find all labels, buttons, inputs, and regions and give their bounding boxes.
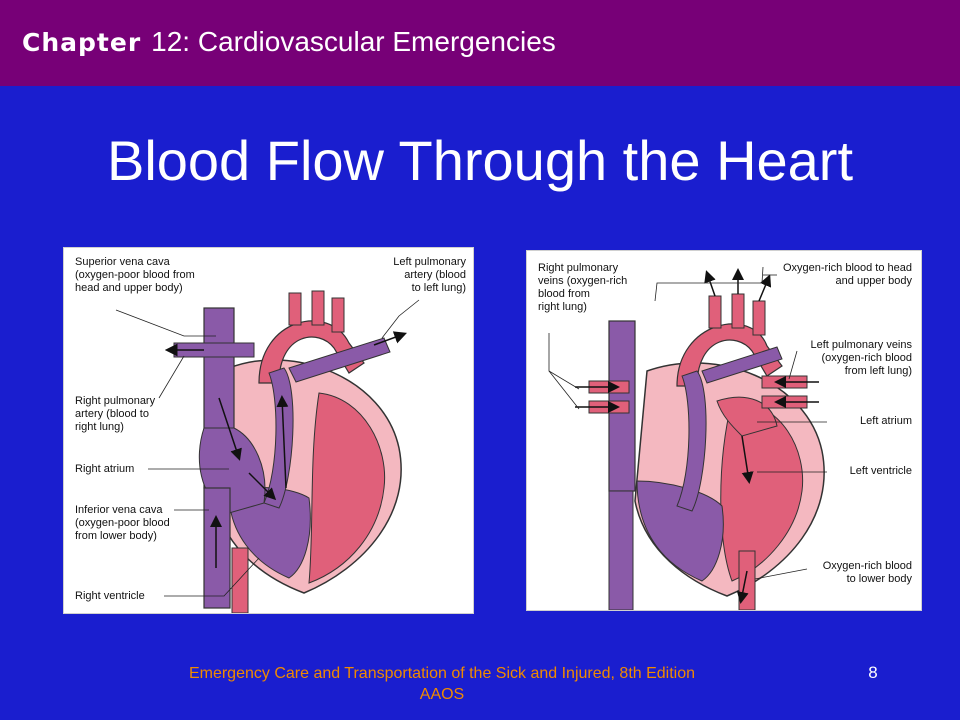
left-ventricle-chamber bbox=[308, 392, 386, 584]
label-left-pulmonary-veins: Left pulmonary veins (oxygen-rich blood … bbox=[810, 339, 913, 377]
aortic-branch-2 bbox=[731, 293, 745, 329]
leader-right-pulmonary-veins bbox=[548, 333, 580, 390]
arrow-atrium-to-ventricle bbox=[248, 472, 277, 501]
chapter-title: 12: Cardiovascular Emergencies bbox=[151, 26, 556, 57]
arrow-head-1 bbox=[704, 270, 716, 297]
right-heart-diagram: Right pulmonary veins (oxygen-rich blood… bbox=[526, 250, 922, 611]
leader-oxygen-rich-lower bbox=[754, 568, 808, 580]
chapter-header-bar: Chapter 12: Cardiovascular Emergencies bbox=[0, 0, 960, 86]
aortic-branch-2 bbox=[311, 290, 325, 326]
footer-book-title: Emergency Care and Transportation of the… bbox=[188, 665, 696, 682]
leader-right-ventricle bbox=[164, 557, 260, 597]
aortic-branch-3 bbox=[752, 300, 766, 336]
arrow-ventricle-to-trunk bbox=[276, 395, 289, 489]
left-ventricle-chamber bbox=[720, 400, 804, 582]
label-left-ventricle: Left ventricle bbox=[849, 465, 912, 477]
arrow-head-3 bbox=[758, 274, 772, 302]
leader-superior-vena-cava bbox=[115, 309, 216, 337]
label-right-pulmonary-veins: Right pulmonary veins (oxygen-rich blood… bbox=[538, 262, 628, 313]
bracket-oxygen-rich-head bbox=[654, 266, 764, 302]
leader-left-pulmonary-veins bbox=[788, 350, 798, 380]
leader-left-pulmonary-artery bbox=[381, 299, 420, 339]
label-right-ventricle: Right ventricle bbox=[75, 590, 145, 602]
arrow-left-pulmonary-artery bbox=[373, 331, 408, 346]
chapter-word: Chapter bbox=[22, 28, 142, 57]
descending-aorta bbox=[738, 550, 756, 610]
arrow-atrium-to-ventricle bbox=[741, 435, 754, 484]
aortic-branch-1 bbox=[708, 295, 722, 329]
label-left-pulmonary-artery: Left pulmonary artery (blood to left lun… bbox=[393, 256, 466, 294]
left-heart-diagram: Superior vena cava (oxygen-poor blood fr… bbox=[63, 247, 474, 614]
aortic-branch-1 bbox=[288, 292, 302, 326]
label-oxygen-rich-lower: Oxygen-rich blood to lower body bbox=[822, 560, 912, 585]
label-oxygen-rich-head: Oxygen-rich blood to head and upper body bbox=[782, 262, 912, 287]
label-inferior-vena-cava: Inferior vena cava (oxygen-poor blood fr… bbox=[75, 504, 170, 542]
footer-publisher: AAOS bbox=[419, 686, 465, 703]
arrow-svc-down bbox=[218, 397, 242, 461]
footer-citation: Emergency Care and Transportation of the… bbox=[40, 663, 844, 705]
page-number: 8 bbox=[868, 663, 878, 682]
chapter-heading: Chapter 12: Cardiovascular Emergencies bbox=[22, 26, 556, 58]
descending-aorta bbox=[231, 547, 249, 613]
right-heart-illustration bbox=[548, 266, 827, 610]
left-heart-illustration bbox=[115, 290, 420, 613]
label-left-atrium: Left atrium bbox=[860, 415, 912, 427]
label-superior-vena-cava: Superior vena cava (oxygen-poor blood fr… bbox=[75, 256, 195, 294]
pulmonary-trunk bbox=[676, 370, 707, 512]
slide-title: Blood Flow Through the Heart bbox=[106, 129, 854, 192]
leader-right-pulmonary-veins-2 bbox=[548, 370, 580, 410]
leader-right-pulmonary-artery bbox=[158, 355, 185, 399]
inferior-vena-cava bbox=[203, 487, 231, 609]
left-pulmonary-artery bbox=[701, 346, 783, 384]
label-right-atrium: Right atrium bbox=[75, 463, 135, 475]
aortic-branch-3 bbox=[331, 297, 345, 333]
label-right-pulmonary-artery: Right pulmonary artery (blood to right l… bbox=[75, 395, 156, 433]
left-pulmonary-artery bbox=[288, 337, 391, 383]
inferior-vena-cava bbox=[608, 490, 634, 610]
arrow-aorta-down bbox=[736, 570, 749, 604]
